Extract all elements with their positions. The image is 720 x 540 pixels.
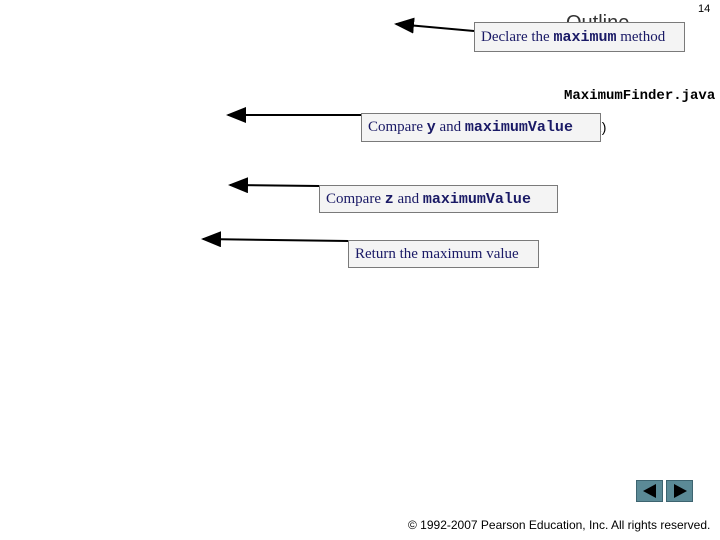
copyright-notice: © 1992-2007 Pearson Education, Inc. All … [408,518,711,532]
callout-compare-z: Compare z and maximumValue [319,185,558,213]
triangle-right-icon [673,484,687,498]
callout-code: maximum [553,29,617,46]
callout-return-max: Return the maximum value [348,240,539,268]
file-name: MaximumFinder.java [564,88,716,104]
previous-slide-button[interactable] [636,480,663,502]
callout-code: z [384,191,394,208]
callout-text: and [435,119,465,135]
next-slide-button[interactable] [666,480,693,502]
callout-code: maximumValue [464,119,573,136]
page-number: 14 [698,3,711,15]
arrow-declare-maximum [394,17,475,34]
callout-text: Compare [368,119,427,135]
callout-code: y [426,119,436,136]
callout-code: maximumValue [422,191,531,208]
arrow-compare-z [228,177,320,194]
callout-text: method [616,29,666,45]
callout-compare-y: Compare y and maximumValue [361,113,601,142]
triangle-left-icon [642,484,656,498]
callout-declare-maximum: Declare the maximum method [474,22,685,52]
arrow-return-max [201,231,349,248]
callout-text: Compare [326,191,385,207]
callout-text: and [393,191,423,207]
callout-text: Declare the [481,29,554,45]
